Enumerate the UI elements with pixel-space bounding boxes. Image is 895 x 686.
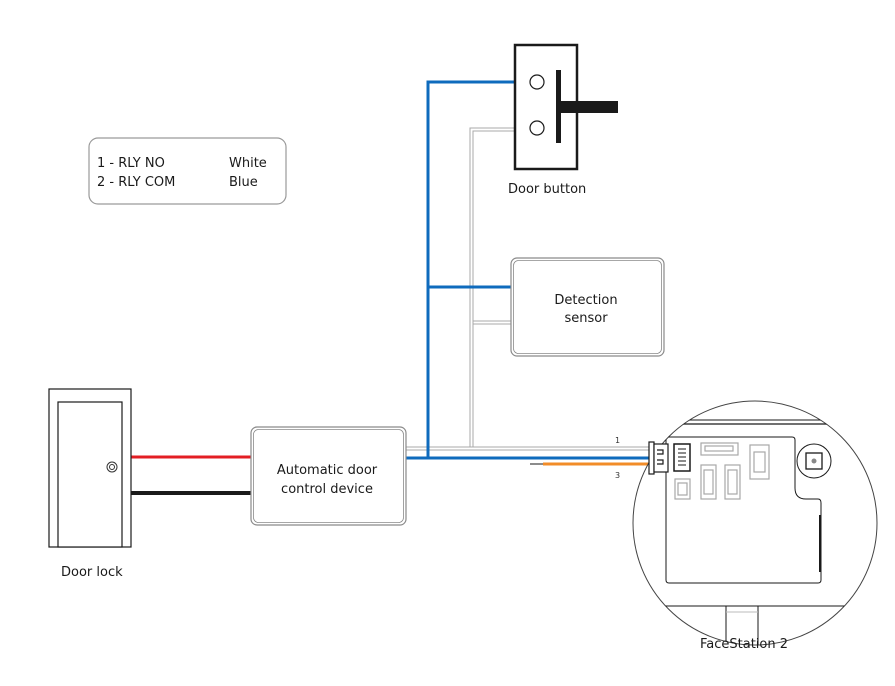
legend-box: 1 - RLY NO White 2 - RLY COM Blue (88, 137, 287, 205)
terminal-circle-icon (529, 120, 545, 136)
legend-color-2: Blue (229, 175, 258, 190)
detection-sensor: Detection sensor (510, 257, 665, 357)
automatic-door-control-device: Automatic door control device (250, 426, 407, 526)
door-button: Door button (508, 43, 618, 197)
wire-label-1: 1 (615, 436, 620, 445)
facestation-2: FaceStation 2 (632, 400, 878, 652)
relay-connector (673, 443, 691, 472)
legend-pin-1: 1 - RLY NO (97, 156, 165, 171)
legend-pin-2: 2 - RLY COM (97, 175, 175, 190)
door-knob-icon (106, 461, 118, 473)
reset-button-icon (796, 443, 832, 479)
wire-label-3: 3 (615, 471, 620, 480)
door-button-label: Door button (508, 182, 586, 197)
detection-sensor-label-line2: sensor (564, 311, 608, 326)
legend-color-1: White (229, 156, 267, 171)
wire-plug (648, 441, 669, 475)
door-lock-label: Door lock (61, 565, 123, 580)
controller-label-line1: Automatic door (277, 463, 378, 478)
blue-wire (405, 80, 650, 460)
door-lock: Door lock (48, 388, 132, 580)
terminal-circle-icon (529, 74, 545, 90)
white-wire (405, 127, 650, 451)
detection-sensor-label-line1: Detection (554, 293, 617, 308)
controller-label-line2: control device (281, 482, 373, 497)
facestation-label: FaceStation 2 (700, 637, 788, 652)
